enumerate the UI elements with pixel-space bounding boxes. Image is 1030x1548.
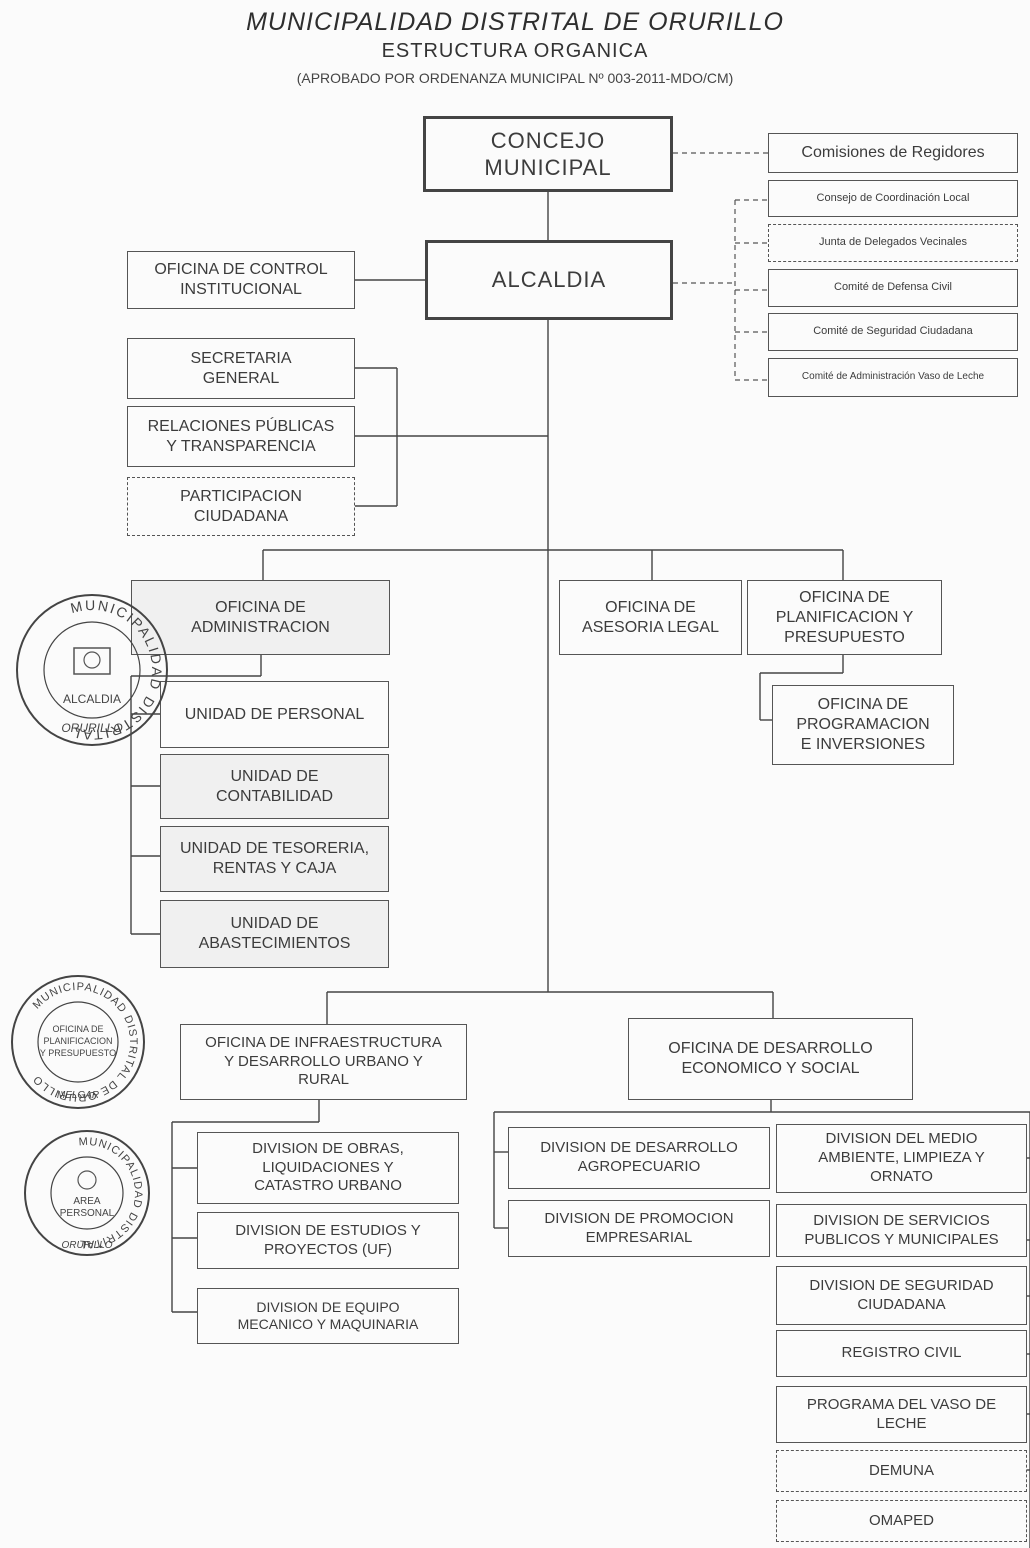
division-seguridad-box: DIVISION DE SEGURIDAD CIUDADANA	[776, 1266, 1027, 1325]
secretaria-general-box: SECRETARIA GENERAL	[127, 338, 355, 399]
comisiones-regidores-box: Comisiones de Regidores	[768, 133, 1018, 173]
document-title: MUNICIPALIDAD DISTRITAL DE ORURILLO	[246, 8, 784, 36]
unidad-personal-box: UNIDAD DE PERSONAL	[160, 681, 389, 748]
division-obras-box: DIVISION DE OBRAS, LIQUIDACIONES Y CATAS…	[197, 1132, 459, 1204]
alcaldia-box: ALCALDIA	[425, 240, 673, 320]
registro-civil-box: REGISTRO CIVIL	[776, 1330, 1027, 1377]
svg-text:AREA: AREA	[73, 1196, 101, 1207]
programacion-inversiones-box: OFICINA DE PROGRAMACION E INVERSIONES	[772, 685, 954, 765]
svg-text:PLANIFICACION: PLANIFICACION	[43, 1036, 112, 1046]
division-promocion-box: DIVISION DE PROMOCION EMPRESARIAL	[508, 1200, 770, 1257]
participacion-ciudadana-box: PARTICIPACION CIUDADANA	[127, 477, 355, 536]
division-estudios-box: DIVISION DE ESTUDIOS Y PROYECTOS (UF)	[197, 1212, 459, 1269]
demuna-box: DEMUNA	[776, 1450, 1027, 1492]
oficina-administracion-box: OFICINA DE ADMINISTRACION	[131, 580, 390, 655]
svg-text:Y PRESUPUESTO: Y PRESUPUESTO	[40, 1048, 116, 1058]
document-subtitle: ESTRUCTURA ORGANICA	[381, 40, 649, 62]
omaped-box: OMAPED	[776, 1500, 1027, 1542]
comite-seguridad-box: Comité de Seguridad Ciudadana	[768, 313, 1018, 351]
comite-vaso-leche-box: Comité de Administración Vaso de Leche	[768, 358, 1018, 397]
division-equipo-box: DIVISION DE EQUIPO MECANICO Y MAQUINARIA	[197, 1288, 459, 1344]
svg-text:ORURILLO: ORURILLO	[61, 721, 122, 735]
division-servicios-box: DIVISION DE SERVICIOS PUBLICOS Y MUNICIP…	[776, 1204, 1027, 1257]
control-institucional-box: OFICINA DE CONTROL INSTITUCIONAL	[127, 251, 355, 309]
unidad-abastecimientos-box: UNIDAD DE ABASTECIMIENTOS	[160, 900, 389, 968]
svg-text:ALCALDIA: ALCALDIA	[63, 692, 121, 706]
infraestructura-box: OFICINA DE INFRAESTRUCTURA Y DESARROLLO …	[180, 1024, 467, 1100]
division-medio-ambiente-box: DIVISION DEL MEDIO AMBIENTE, LIMPIEZA Y …	[776, 1124, 1027, 1193]
approval-note: (APROBADO POR ORDENANZA MUNICIPAL Nº 003…	[296, 70, 734, 86]
consejo-coordinacion-box: Consejo de Coordinación Local	[768, 180, 1018, 217]
svg-text:MELGAR: MELGAR	[57, 1090, 99, 1101]
planificacion-seal: MUNICIPALIDAD DISTRITAL DE ORURILLO OFIC…	[11, 975, 145, 1109]
unidad-contabilidad-box: UNIDAD DE CONTABILIDAD	[160, 754, 389, 819]
alcaldia-seal: MUNICIPALIDAD DISTRITAL ALCALDIA ORURILL…	[16, 594, 168, 746]
programa-vaso-leche-box: PROGRAMA DEL VASO DE LECHE	[776, 1386, 1027, 1443]
defensa-civil-box: Comité de Defensa Civil	[768, 269, 1018, 307]
svg-text:PERSONAL: PERSONAL	[60, 1208, 115, 1219]
division-agropecuario-box: DIVISION DE DESARROLLO AGROPECUARIO	[508, 1127, 770, 1189]
desarrollo-economico-box: OFICINA DE DESARROLLO ECONOMICO Y SOCIAL	[628, 1018, 913, 1100]
area-personal-seal: MUNICIPALIDAD DISTRITAL AREA PERSONAL OR…	[24, 1130, 150, 1256]
relaciones-publicas-box: RELACIONES PÚBLICAS Y TRANSPARENCIA	[127, 406, 355, 467]
asesoria-legal-box: OFICINA DE ASESORIA LEGAL	[559, 580, 742, 655]
planificacion-presupuesto-box: OFICINA DE PLANIFICACION Y PRESUPUESTO	[747, 580, 942, 655]
svg-text:ORURILLO: ORURILLO	[61, 1240, 112, 1251]
unidad-tesoreria-box: UNIDAD DE TESORERIA, RENTAS Y CAJA	[160, 826, 389, 892]
junta-delegados-box: Junta de Delegados Vecinales	[768, 224, 1018, 262]
svg-text:OFICINA DE: OFICINA DE	[52, 1024, 103, 1034]
concejo-municipal-box: CONCEJO MUNICIPAL	[423, 116, 673, 192]
